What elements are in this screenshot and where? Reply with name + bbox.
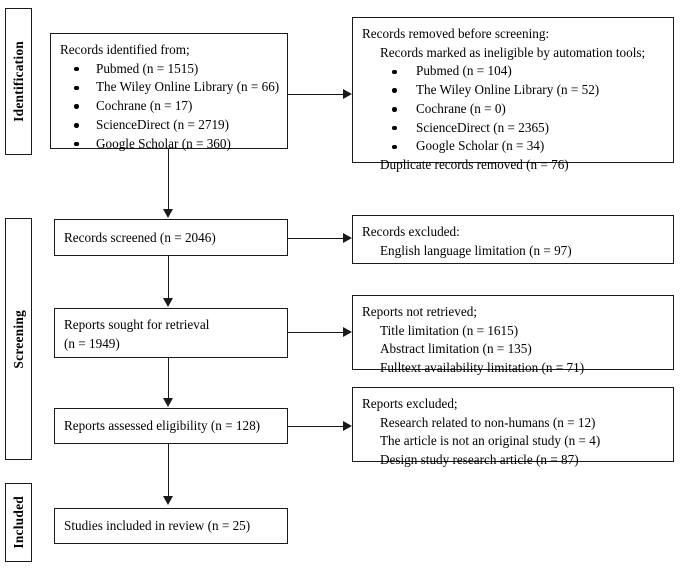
list-item: The Wiley Online Library (n = 66) (60, 78, 279, 97)
records-removed-footer: Duplicate records removed (n = 76) (380, 157, 569, 173)
reports-not-retrieved-header: Reports not retrieved; (362, 304, 477, 319)
records-identified-list: Pubmed (n = 1515) The Wiley Online Libra… (60, 60, 279, 154)
list-item: Pubmed (n = 104) (362, 62, 665, 81)
arrowhead-identified-to-screened (163, 209, 173, 218)
box-records-excluded: Records excluded: English language limit… (352, 215, 674, 264)
stage-label-screening: Screening (5, 218, 32, 460)
stage-label-screening-text: Screening (10, 309, 26, 369)
arrowhead-sought-to-not-retrieved (343, 327, 352, 337)
list-item: ScienceDirect (n = 2365) (362, 119, 665, 138)
stage-label-included: Included (5, 483, 32, 562)
box-records-identified: Records identified from; Pubmed (n = 151… (50, 33, 288, 151)
list-item: Google Scholar (n = 360) (60, 135, 279, 154)
list-item: English language limitation (n = 97) (380, 242, 572, 258)
list-item: Abstract limitation (n = 135) (380, 341, 532, 357)
arrowhead-screened-to-excluded (343, 233, 352, 243)
arrowhead-sought-to-assessed (163, 398, 173, 407)
connector-sought-to-not-retrieved (288, 332, 344, 334)
arrowhead-assessed-to-excluded (343, 421, 352, 431)
list-item: Research related to non-humans (n = 12) (380, 414, 596, 430)
list-item: Design study research article (n = 87) (380, 452, 579, 468)
list-item: Fulltext availability limitation (n = 71… (380, 360, 585, 376)
records-identified-header: Records identified from; (60, 42, 190, 57)
records-excluded-header: Records excluded: (362, 224, 460, 239)
records-removed-header: Records removed before screening: (362, 26, 550, 41)
box-reports-excluded: Reports excluded; Research related to no… (352, 387, 674, 467)
reports-not-retrieved-list: Title limitation (n = 1615) Abstract lim… (362, 322, 665, 378)
studies-included-header: Studies included in review (n = 25) (64, 518, 251, 534)
box-reports-sought: Reports sought for retrieval (n = 1949) (54, 308, 288, 358)
reports-excluded-list: Research related to non-humans (n = 12) … (362, 414, 665, 470)
connector-assessed-to-excluded (288, 426, 344, 428)
list-item: Cochrane (n = 17) (60, 97, 279, 116)
records-removed-list: Pubmed (n = 104) The Wiley Online Librar… (362, 62, 665, 156)
list-item: The article is not an original study (n … (380, 433, 601, 449)
list-item: Pubmed (n = 1515) (60, 60, 279, 79)
box-records-screened: Records screened (n = 2046) (54, 219, 288, 256)
reports-sought-line2: (n = 1949) (64, 335, 120, 351)
records-removed-subheader: Records marked as ineligible by automati… (380, 44, 646, 60)
connector-screened-to-sought (168, 256, 170, 300)
reports-excluded-header: Reports excluded; (362, 396, 458, 411)
box-records-removed: Records removed before screening: Record… (352, 17, 674, 172)
arrowhead-assessed-to-included (163, 496, 173, 505)
box-reports-not-retrieved: Reports not retrieved; Title limitation … (352, 295, 674, 375)
list-item: Google Scholar (n = 34) (362, 137, 665, 156)
reports-sought-line1: Reports sought for retrieval (64, 317, 210, 332)
stage-label-included-text: Included (10, 496, 26, 549)
list-item: The Wiley Online Library (n = 52) (362, 81, 665, 100)
connector-identified-to-removed (288, 94, 344, 96)
stage-label-identification: Identification (5, 8, 32, 155)
records-screened-header: Records screened (n = 2046) (64, 229, 216, 245)
box-studies-included: Studies included in review (n = 25) (54, 508, 288, 544)
connector-identified-to-screened (168, 149, 170, 211)
connector-screened-to-excluded (288, 238, 344, 240)
stage-label-identification-text: Identification (10, 41, 26, 122)
connector-assessed-to-included (168, 444, 170, 498)
box-reports-assessed: Reports assessed eligibility (n = 128) (54, 408, 288, 444)
list-item: Title limitation (n = 1615) (380, 322, 519, 338)
list-item: Cochrane (n = 0) (362, 100, 665, 119)
list-item: ScienceDirect (n = 2719) (60, 116, 279, 135)
arrowhead-screened-to-sought (163, 298, 173, 307)
connector-sought-to-assessed (168, 358, 170, 400)
records-excluded-list: English language limitation (n = 97) (362, 242, 665, 261)
reports-assessed-header: Reports assessed eligibility (n = 128) (64, 418, 261, 434)
arrowhead-identified-to-removed (343, 89, 352, 99)
